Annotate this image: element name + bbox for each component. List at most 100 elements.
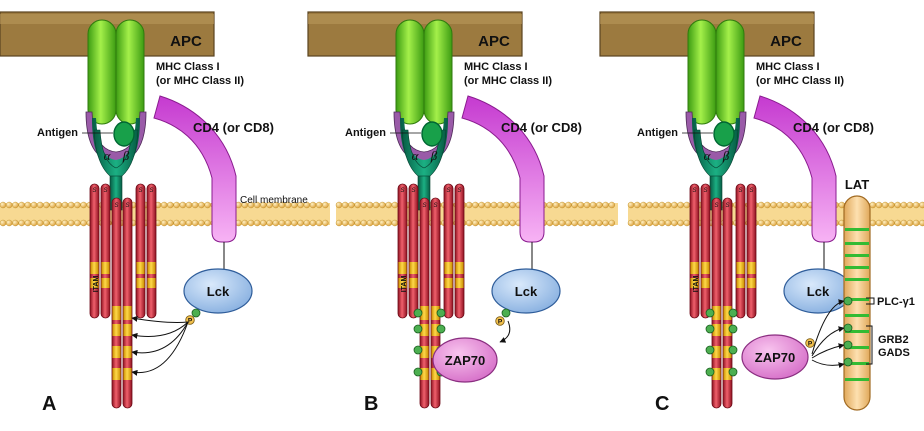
itam-band (147, 278, 156, 288)
cell-membrane-label: Cell membrane (240, 195, 308, 206)
phosphate-site (843, 340, 853, 350)
lipid-head (373, 201, 380, 209)
lipid-head (30, 201, 38, 209)
lck-kinase (183, 268, 253, 314)
lipid-head (466, 219, 473, 227)
lipid-head (67, 219, 75, 227)
lipid-head (894, 219, 901, 227)
disulfide-s-label: S (457, 188, 461, 194)
lipid-head (919, 201, 924, 209)
phospho-p-label: P (188, 318, 193, 325)
mhc-label-line1: MHC Class I (756, 61, 820, 73)
lipid-head (291, 201, 298, 209)
disulfide-s-label: S (446, 188, 450, 194)
membrane-core (0, 203, 330, 225)
lipid-head (297, 219, 304, 227)
disulfide-s-label: S (411, 188, 415, 194)
phosphate-site (728, 324, 738, 334)
itam-band (455, 278, 464, 288)
lipid-head (634, 201, 641, 209)
lat-tyrosine-band (845, 314, 869, 317)
phosphorylation-arrow (811, 359, 845, 369)
phospho-p-label: P (498, 319, 503, 326)
lipid-head (391, 219, 398, 227)
zap70-kinase (432, 337, 498, 383)
lipid-head (43, 201, 50, 209)
phosphorylation-arrow (811, 343, 845, 359)
itam-band (409, 262, 418, 274)
lipid-head (247, 201, 255, 209)
itam-band (409, 278, 418, 288)
lipid-head (472, 219, 479, 227)
lat-tyrosine-band (845, 228, 869, 231)
itam-band (112, 306, 121, 320)
lipid-head (795, 201, 802, 209)
lipid-head (484, 201, 491, 209)
lipid-head (472, 201, 479, 209)
lipid-head (24, 201, 31, 209)
lipid-head (354, 219, 361, 227)
disulfide-s-label: S (692, 188, 696, 194)
itam-band (398, 262, 407, 274)
lipid-head (160, 219, 168, 227)
zap70-label: ZAP70 (445, 353, 485, 368)
cd3-chain (89, 183, 100, 319)
lat-tyrosine-band (845, 242, 869, 245)
mhc-label-line2: (or MHC Class II) (156, 75, 244, 87)
mhc-label-line1: MHC Class I (156, 61, 220, 73)
lipid-head (12, 219, 19, 227)
grb2-label: GRB2 (878, 334, 909, 346)
mhc-alpha-domain (687, 19, 717, 125)
itam-band (123, 324, 132, 336)
lipid-head (185, 201, 193, 209)
phosphate-site (843, 323, 853, 333)
lipid-head (198, 201, 205, 209)
lipid-head (546, 201, 553, 209)
lipid-head (478, 219, 485, 227)
itam-band (690, 278, 699, 288)
lipid-head (869, 201, 876, 209)
lipid-head (919, 219, 924, 227)
lipid-head (466, 201, 473, 209)
itam-band (136, 262, 145, 274)
phosphate-site (728, 367, 738, 377)
lipid-head (348, 201, 355, 209)
lipid-head (348, 219, 355, 227)
lipid-head (179, 201, 187, 209)
lipid-head (260, 219, 267, 227)
cd4-coreceptor (153, 95, 237, 243)
itam-band (101, 278, 110, 288)
itam-band (90, 262, 99, 274)
antigen-label: Antigen (345, 127, 386, 139)
lipid-head (80, 219, 87, 227)
lipid-head (552, 201, 560, 209)
lipid-head (875, 219, 883, 227)
lipid-head (559, 219, 566, 227)
lipid-head (260, 201, 267, 209)
lipid-head (373, 219, 380, 227)
lipid-head (801, 219, 808, 227)
lck-label: Lck (807, 284, 830, 299)
phosphate-site (705, 367, 715, 377)
lipid-head (478, 201, 485, 209)
lipid-head (888, 219, 895, 227)
lipid-head (795, 219, 802, 227)
gads-label: GADS (878, 347, 910, 359)
lipid-head (671, 201, 678, 209)
panel-letter-c: C (655, 393, 669, 415)
tcr-alpha-label: α (104, 148, 112, 163)
lipid-head (167, 219, 174, 227)
lipid-head (583, 219, 591, 227)
lipid-head (789, 219, 796, 227)
tcr-beta-label: β (122, 148, 130, 163)
phosphate-site (413, 367, 423, 377)
lipid-head (665, 219, 672, 227)
lipid-head (640, 219, 647, 227)
lipid-head (596, 201, 603, 209)
disulfide-s-label: S (725, 203, 729, 209)
mhc-alpha-domain (395, 19, 425, 125)
itam-band (420, 368, 429, 380)
itam-band (747, 262, 756, 274)
lipid-head (665, 201, 672, 209)
lat-tyrosine-band (845, 278, 869, 281)
